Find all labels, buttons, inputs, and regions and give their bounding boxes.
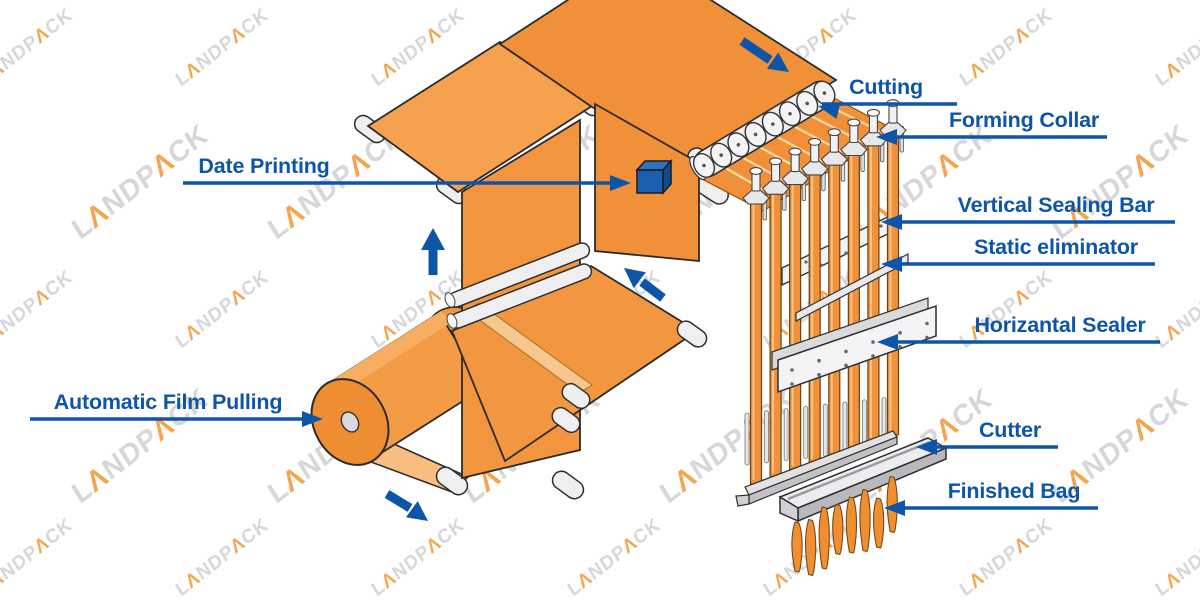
arrowhead-cutter-icon: [916, 439, 937, 455]
seal-dot: [925, 335, 929, 340]
finished-bags: [791, 475, 898, 577]
seal-dot: [925, 321, 929, 326]
horizontal-sealer-plate: [771, 297, 937, 394]
guide-roller-lower: [551, 320, 708, 434]
arrowhead-static-eliminator-icon: [881, 256, 902, 272]
seal-dot: [898, 331, 902, 335]
static-eliminator-bar: [795, 253, 909, 322]
finished-bag-item: [818, 506, 830, 570]
film-tube: [847, 150, 860, 450]
film-tube: [769, 189, 782, 478]
cutting-disc-icon: [692, 153, 716, 178]
support-rod: [744, 412, 750, 466]
finished-bag-item: [886, 475, 898, 534]
film-tube: [808, 170, 821, 464]
cutting-disc-icon: [710, 142, 733, 168]
flow-arrows: [384, 37, 789, 521]
finished-bag-item: [805, 518, 817, 577]
seal-dot: [844, 363, 848, 368]
discharge-platform: [735, 430, 898, 507]
arrowhead-cutting-icon: [818, 103, 841, 119]
cutting-disc-icon: [761, 111, 784, 137]
finished-bag-item: [859, 488, 871, 553]
support-rod: [764, 410, 769, 464]
seal-dot: [844, 349, 848, 354]
seal-dot: [804, 260, 808, 264]
seal-dot: [817, 358, 821, 363]
roll-core: [340, 411, 360, 433]
support-rod: [842, 401, 848, 455]
arrowhead-automatic-film-pulling-icon: [302, 411, 323, 427]
forming-collar-and-tube: [800, 137, 829, 464]
long-roller: [444, 242, 593, 329]
label-leader-lines: [30, 102, 1175, 516]
cutting-disc-icon: [778, 101, 802, 127]
seal-dot: [871, 354, 875, 358]
finished-bag-item: [845, 496, 858, 554]
arrowhead-date-printing-icon: [610, 175, 631, 191]
film-tube: [886, 131, 900, 436]
arrowhead-horizantal-sealer-icon: [877, 334, 898, 350]
bottom-roller: [435, 466, 585, 500]
arrowhead-forming-collar-icon: [876, 129, 897, 145]
arrowhead-finished-bag-icon: [884, 500, 905, 516]
finished-bag-item: [791, 521, 803, 573]
film-tube: [867, 141, 880, 443]
support-rod: [783, 408, 789, 462]
film-tube: [828, 160, 841, 457]
arrowhead-vertical-sealing-bar-icon: [881, 214, 902, 230]
seal-dot: [844, 251, 848, 255]
film-tube: [749, 199, 763, 485]
cutting-disc-icon: [744, 121, 767, 147]
cutting-disc-icon: [727, 132, 750, 158]
forming-collars-and-tubes: [742, 99, 907, 485]
forming-collar-and-tube: [781, 147, 809, 471]
seal-dot: [879, 224, 883, 228]
seal-dot: [790, 382, 794, 386]
flow-arrow-top-right-icon: [739, 37, 789, 72]
seal-dot: [871, 340, 875, 344]
cutting-discs: [692, 80, 836, 178]
cutter-bar: [778, 437, 948, 523]
seal-dot: [790, 368, 794, 372]
cutting-disc-icon: [796, 90, 819, 116]
support-rod: [822, 403, 828, 457]
film-tube: [789, 180, 802, 471]
seal-dot: [898, 345, 902, 349]
date-printer-cube: [635, 159, 673, 195]
flow-arrow-up-left-icon: [624, 268, 666, 302]
support-rod: [803, 405, 809, 459]
finished-bag-item: [873, 497, 885, 549]
forming-collar-and-tube: [840, 118, 868, 450]
flow-arrow-down-right-icon: [384, 490, 428, 521]
seal-dot: [817, 372, 821, 377]
flow-arrow-up-icon: [421, 228, 445, 275]
finished-bag-item: [832, 503, 844, 556]
